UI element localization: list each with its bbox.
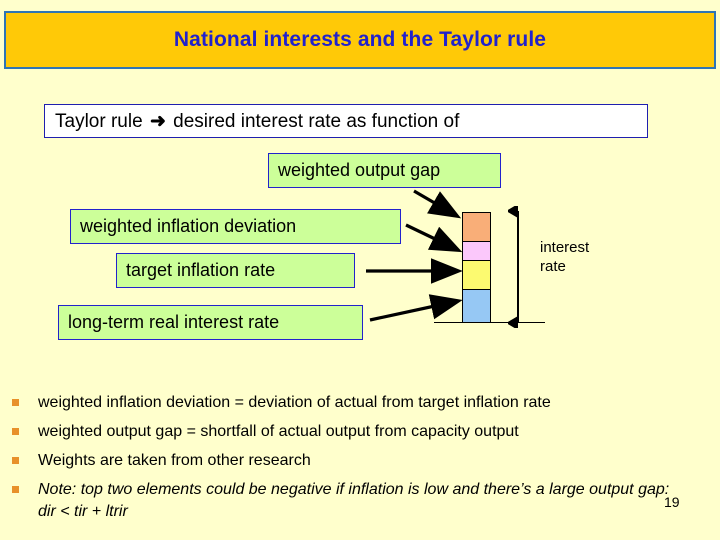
list-item-text: Weights are taken from other research (38, 452, 311, 469)
bullet-square-icon (12, 486, 19, 493)
bar-segment-long-term-real-interest-rate (463, 289, 490, 322)
label-box-weighted-output-gap-text: weighted output gap (278, 160, 441, 180)
label-box-target-inflation-rate-text: target inflation rate (126, 260, 276, 280)
banner-lead-text: Taylor rule (55, 110, 143, 132)
list-item: weighted output gap = shortfall of actua… (0, 421, 720, 443)
bar-segment-target-inflation-rate (463, 260, 490, 289)
list-item-text: weighted output gap = shortfall of actua… (38, 423, 519, 440)
list-item-text: weighted inflation deviation = deviation… (38, 394, 551, 411)
bullet-square-icon (12, 457, 19, 464)
taylor-rule-banner-text: Taylor rule ➜ desired interest rate as f… (55, 110, 459, 133)
arrow-inflation-deviation-to-bar (405, 223, 463, 253)
taylor-rule-banner: Taylor rule ➜ desired interest rate as f… (44, 104, 648, 138)
list-item: Note: top two elements could be negative… (0, 479, 720, 523)
list-item-text: Note: top two elements could be negative… (38, 481, 670, 520)
arrow-output-gap-to-bar (413, 189, 462, 219)
stacked-bar-chart (462, 212, 491, 323)
slide-title-bar: National interests and the Taylor rule (4, 11, 716, 69)
interest-rate-label-line2: rate (540, 258, 566, 275)
label-box-long-term-real-interest-rate-text: long-term real interest rate (68, 312, 280, 332)
label-box-target-inflation-rate[interactable]: target inflation rate (116, 253, 355, 288)
list-item: Weights are taken from other research (0, 450, 720, 472)
label-box-weighted-inflation-deviation-text: weighted inflation deviation (80, 216, 297, 236)
bar-segment-weighted-output-gap (463, 213, 490, 241)
interest-rate-label-line1: interest (540, 239, 590, 256)
chart-baseline (434, 322, 545, 323)
interest-rate-measure-arrow (506, 204, 530, 330)
page-number: 19 (664, 494, 680, 510)
list-item: weighted inflation deviation = deviation… (0, 392, 720, 414)
label-box-long-term-real-interest-rate[interactable]: long-term real interest rate (58, 305, 363, 340)
page-title: National interests and the Taylor rule (173, 28, 547, 51)
arrow-ltrir-to-bar (369, 294, 463, 322)
bullet-square-icon (12, 399, 19, 406)
label-box-weighted-output-gap[interactable]: weighted output gap (268, 153, 501, 188)
bullet-list: weighted inflation deviation = deviation… (0, 392, 720, 530)
interest-rate-label: interest rate (540, 238, 630, 276)
label-box-weighted-inflation-deviation[interactable]: weighted inflation deviation (70, 209, 401, 244)
bullet-square-icon (12, 428, 19, 435)
right-arrow-icon: ➜ (149, 110, 166, 132)
bar-segment-weighted-inflation-deviation (463, 241, 490, 260)
banner-rest-text: desired interest rate as function of (173, 110, 460, 132)
